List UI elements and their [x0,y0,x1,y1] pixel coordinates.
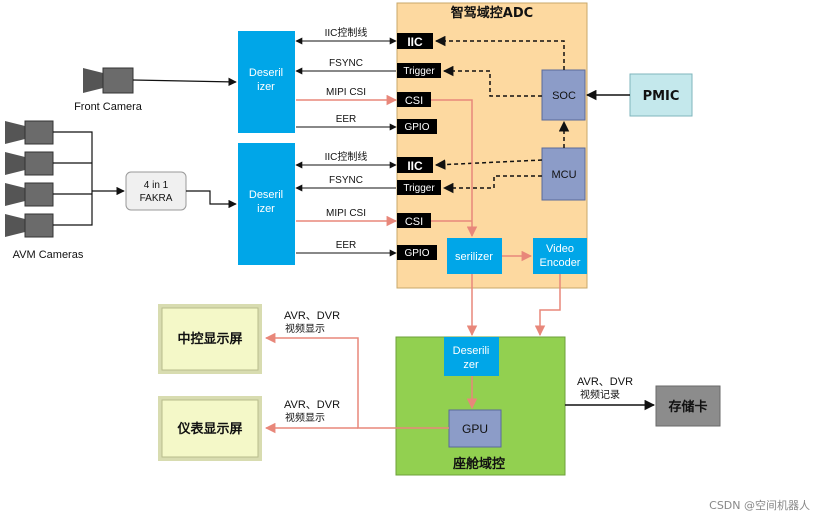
port-gpio-bottom: GPIO [397,245,437,260]
svg-text:EER: EER [336,114,357,125]
svg-text:CSI: CSI [405,216,423,228]
video-to-cockpit-links [264,274,561,434]
svg-text:GPIO: GPIO [404,248,429,259]
mcu-block: MCU [541,147,586,201]
port-trigger-bottom: Trigger [397,180,441,195]
port-csi-top: CSI [397,92,431,107]
avm-cameras: AVM Cameras [5,120,84,261]
svg-text:视频记录: 视频记录 [580,388,620,401]
avm-camera-links [53,131,125,226]
links-bottom-group: IIC控制线 FSYNC MIPI CSI EER [295,150,398,257]
svg-text:FSYNC: FSYNC [329,58,363,69]
soc-block: SOC [541,69,586,121]
svg-text:Encoder: Encoder [540,257,581,269]
port-iic-bottom: IIC [397,157,433,173]
front-camera-icon [83,68,103,93]
port-csi-bottom: CSI [397,213,431,228]
svg-text:AVR、DVR: AVR、DVR [284,310,340,322]
avm-camera-icon [5,120,54,145]
svg-text:视频显示: 视频显示 [285,322,325,335]
svg-text:MIPI CSI: MIPI CSI [326,208,366,219]
svg-text:存储卡: 存储卡 [668,399,707,415]
deserializer-bottom-line1: Deseril [249,189,283,201]
avm-camera-icon [5,182,54,207]
svg-text:MCU: MCU [551,169,576,181]
svg-text:仪表显示屏: 仪表显示屏 [176,421,242,437]
pmic-block: PMIC [629,73,693,117]
front-camera: Front Camera [74,67,143,113]
port-gpio-top: GPIO [397,119,437,134]
cockpit-title: 座舱域控 [452,456,505,472]
svg-text:PMIC: PMIC [643,89,680,104]
front-camera-label: Front Camera [74,101,143,113]
fakra-connector: 4 in 1 FAKRA [125,171,187,211]
storage-card: 存储卡 [655,385,721,427]
csi-to-serializer-links [431,99,533,262]
svg-text:FSYNC: FSYNC [329,175,363,186]
deserializer-bottom: Deseril izer [238,143,295,265]
serializer-block: serilizer [447,238,502,274]
svg-text:SOC: SOC [552,90,576,102]
adc-title: 智驾域控ADC [451,5,533,21]
svg-text:GPIO: GPIO [404,122,429,133]
cockpit-deserializer: Deserili zer [444,337,499,376]
avm-camera-icon [5,213,54,238]
front-camera-link [132,77,237,87]
display-link-labels: AVR、DVR 视频显示 AVR、DVR 视频显示 [284,310,340,424]
deserializer-bottom-line2: izer [257,203,275,215]
svg-text:视频显示: 视频显示 [285,411,325,424]
deserializer-top: Deseril izer [238,31,295,133]
svg-text:FAKRA: FAKRA [140,193,173,204]
svg-text:CSI: CSI [405,95,423,107]
svg-text:IIC: IIC [407,159,423,173]
deserializer-top-line1: Deseril [249,67,283,79]
svg-text:MIPI CSI: MIPI CSI [326,87,366,98]
video-encoder-block: Video Encoder [533,238,587,274]
avm-camera-icon [5,151,54,176]
svg-text:zer: zer [463,359,479,371]
svg-text:Deserili: Deserili [453,345,490,357]
deserializer-top-line2: izer [257,81,275,93]
svg-text:Trigger: Trigger [403,183,435,194]
svg-text:4 in 1: 4 in 1 [144,180,169,191]
svg-text:GPU: GPU [462,422,488,436]
control-dashed-lines [434,35,570,194]
gpu-block: GPU [448,409,502,448]
svg-text:中控显示屏: 中控显示屏 [177,331,242,347]
watermark: CSDN @空间机器人 [709,498,810,512]
center-display: 中控显示屏 [158,304,262,374]
svg-text:serilizer: serilizer [455,251,493,263]
avm-cameras-label: AVM Cameras [13,249,84,261]
svg-text:IIC控制线: IIC控制线 [325,150,368,163]
port-trigger-top: Trigger [397,63,441,78]
fakra-to-deserializer-link [186,190,237,209]
svg-text:IIC: IIC [407,35,423,49]
svg-text:AVR、DVR: AVR、DVR [577,376,633,388]
storage-link-labels: AVR、DVR 视频记录 [577,376,633,401]
links-top-group: IIC控制线 FSYNC MIPI CSI EER [295,26,398,131]
port-iic-top: IIC [397,33,433,49]
instrument-display: 仪表显示屏 [158,396,262,461]
svg-text:EER: EER [336,240,357,251]
svg-text:IIC控制线: IIC控制线 [325,26,368,39]
svg-text:AVR、DVR: AVR、DVR [284,399,340,411]
svg-text:Trigger: Trigger [403,66,435,77]
svg-text:Video: Video [546,243,574,255]
